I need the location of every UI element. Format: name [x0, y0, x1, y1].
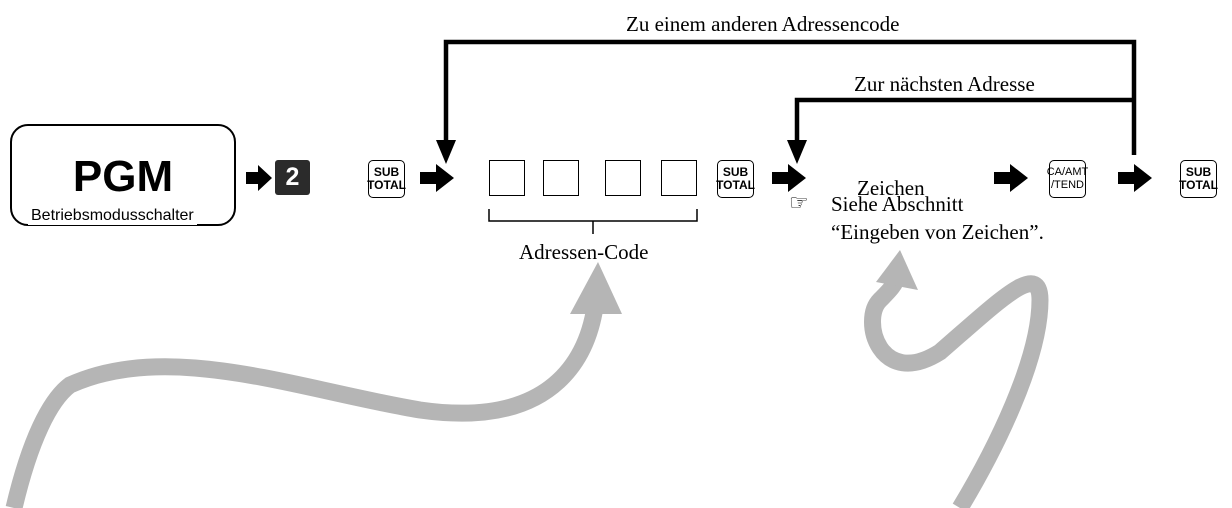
label-section-name: “Eingeben von Zeichen”. [831, 220, 1044, 244]
mode-switch-caption: Betriebsmodusschalter [28, 207, 197, 225]
flow-arrow-2 [420, 164, 454, 192]
flow-arrow-1 [246, 165, 272, 191]
gray-curve-right [864, 272, 1049, 508]
subtotal-key-top-label: SUB [373, 165, 400, 179]
subtotal-key-top-label: SUB [1185, 165, 1212, 179]
subtotal-key-2[interactable]: SUB TOTAL [716, 160, 755, 198]
code-digit-box-3[interactable] [605, 160, 641, 196]
gray-curve-right-arrowhead [876, 250, 918, 290]
label-other-code: Zu einem anderen Adressencode [626, 12, 900, 36]
code-digit-box-2[interactable] [543, 160, 579, 196]
gray-curve-left [5, 298, 605, 508]
numeric-key-2[interactable]: 2 [275, 160, 310, 195]
label-characters: Zeichen [857, 176, 925, 200]
pointer-hand-icon: ☞ [789, 190, 809, 215]
flow-arrow-3 [772, 164, 806, 192]
mode-switch-title: PGM [72, 152, 174, 201]
loop-next-address-line [794, 97, 1134, 150]
ca-key-bottom-label: /TEND [1051, 179, 1084, 191]
subtotal-key-1[interactable]: SUB TOTAL [367, 160, 406, 198]
subtotal-key-bottom-label: TOTAL [1179, 178, 1218, 192]
ca-amt-tend-key[interactable]: CA/AMT /TEND [1046, 160, 1089, 198]
loop-next-address-arrowhead [787, 140, 807, 164]
subtotal-key-3[interactable]: SUB TOTAL [1179, 160, 1218, 198]
ca-key-top-label: CA/AMT [1046, 166, 1089, 178]
loop-other-code-arrowhead [436, 140, 456, 164]
flow-arrow-5 [1118, 164, 1152, 192]
subtotal-key-top-label: SUB [722, 165, 749, 179]
subtotal-key-bottom-label: TOTAL [367, 178, 406, 192]
address-code-bracket [488, 209, 698, 234]
label-next-address: Zur nächsten Adresse [854, 72, 1035, 96]
gray-curve-left-arrowhead [570, 262, 622, 314]
code-digit-box-1[interactable] [489, 160, 525, 196]
label-see-section: Siehe Abschnitt [831, 192, 964, 216]
flow-arrow-4 [994, 164, 1028, 192]
code-digit-box-4[interactable] [661, 160, 697, 196]
subtotal-key-bottom-label: TOTAL [716, 178, 755, 192]
label-address-code: Adressen-Code [519, 240, 649, 264]
